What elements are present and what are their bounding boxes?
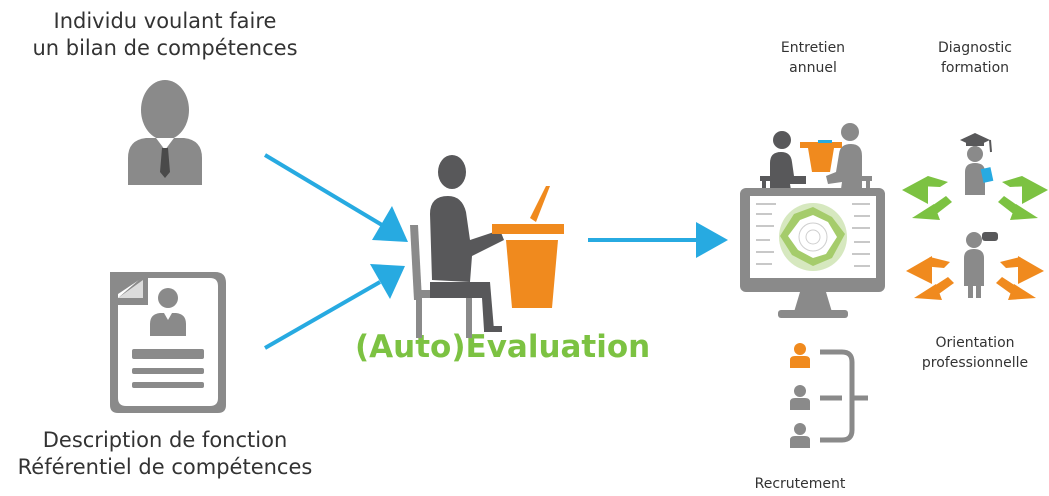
arrow-individual-to-eval bbox=[263, 153, 408, 242]
evaluation-label: (Auto)Evaluation bbox=[355, 329, 651, 365]
person-at-desk-icon bbox=[410, 155, 564, 338]
monitor-radar-icon bbox=[740, 188, 885, 318]
arrow-document-to-eval bbox=[264, 264, 405, 350]
individual-label: Individu voulant faire un bilan de compé… bbox=[32, 9, 298, 60]
training-diagnostic-label: Diagnostic formation bbox=[938, 40, 1012, 77]
recruitment-tree-icon bbox=[790, 343, 868, 448]
graduate-arrows-icon bbox=[902, 133, 1048, 220]
recruitment-label: Recrutement bbox=[754, 476, 846, 492]
document-icon bbox=[110, 272, 226, 413]
person-icon bbox=[128, 80, 202, 185]
career-guidance-label: Orientation professionnelle bbox=[921, 335, 1029, 372]
arrow-eval-to-output bbox=[588, 222, 728, 258]
binoculars-arrows-icon bbox=[906, 232, 1044, 300]
annual-review-label: Entretien annuel bbox=[780, 40, 846, 77]
job-description-label: Description de fonction Référentiel de c… bbox=[17, 428, 313, 479]
